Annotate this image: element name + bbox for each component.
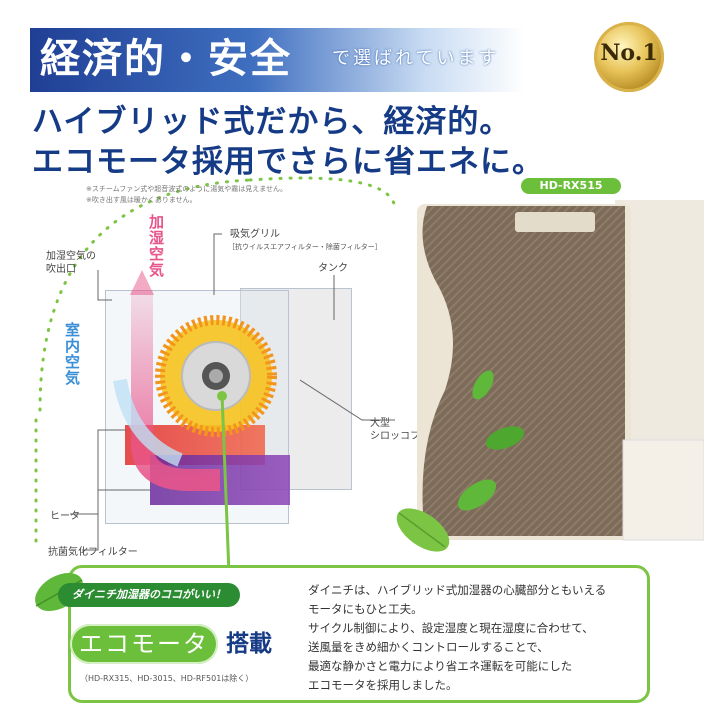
header-banner [30,28,525,92]
intake-label: 吸気グリル [230,229,280,240]
leaf-icon [396,508,450,552]
eco-desc-line: 送風量をきめ細かくコントロールすることで、 [308,640,549,654]
header-title: 経済的・安全 [40,35,292,82]
dotted-arc-decoration [34,176,397,552]
model-label: HD-RX515 [521,178,621,194]
tank-label: タンク [318,263,348,274]
eco-motor-title: エコモータ [70,624,218,664]
eco-desc-line: サイクル制御により、設定湿度と現在湿度に合わせて、 [308,621,594,635]
headline-line-2: エコモータ採用でさらに省エネに。 [32,144,544,180]
room-air-label: 室内空気 [63,322,81,386]
eco-equipped-label: 搭載 [226,631,272,657]
eco-desc-line: 最適な静かさと電力により省エネ運転を可能にした [308,659,573,673]
eco-desc-line: モータにもひと工夫。 [308,602,423,616]
fan-label: 大型 シロッコファン [370,418,440,442]
airflow-arrows [113,270,220,491]
humidified-air-label: 加湿空気 [147,214,165,278]
eco-desc-line: エコモータを採用しました。 [308,678,458,692]
product-image [417,200,704,541]
intake-sub-label: ［抗ウイルスエアフィルター・除菌フィルター］ [228,243,382,251]
no1-badge-text: No.1 [600,40,658,66]
filter-label: 抗菌気化フィルター [48,547,138,558]
eco-desc-line: ダイニチは、ハイブリッド式加湿器の心臓部分ともいえる [308,583,607,597]
eco-description: ダイニチは、ハイブリッド式加湿器の心臓部分ともいえる モータにもひと工夫。 サイ… [308,581,638,695]
outlet-label: 加湿空気の 吹出口 [46,251,96,275]
headline-line-1: ハイブリッド式だから、経済的。 [32,104,512,140]
sirocco-fan-icon [155,315,277,437]
eco-badge: ダイニチ加湿器のココがいい！ [58,583,240,607]
note-1: ※スチームファン式や超音波式のように湯気や霧は見えません。 [86,185,288,193]
notes: ※スチームファン式や超音波式のように湯気や霧は見えません。 ※吹き出す風は暖かく… [86,184,287,206]
note-2: ※吹き出す風は暖かくありません。 [86,196,197,204]
no1-medal-icon [594,22,664,92]
eco-exclusions: （HD-RX315、HD-3015、HD-RF501は除く） [80,674,254,683]
heater-label: ヒータ [50,511,80,522]
header-subtitle: で選ばれています [332,48,500,69]
